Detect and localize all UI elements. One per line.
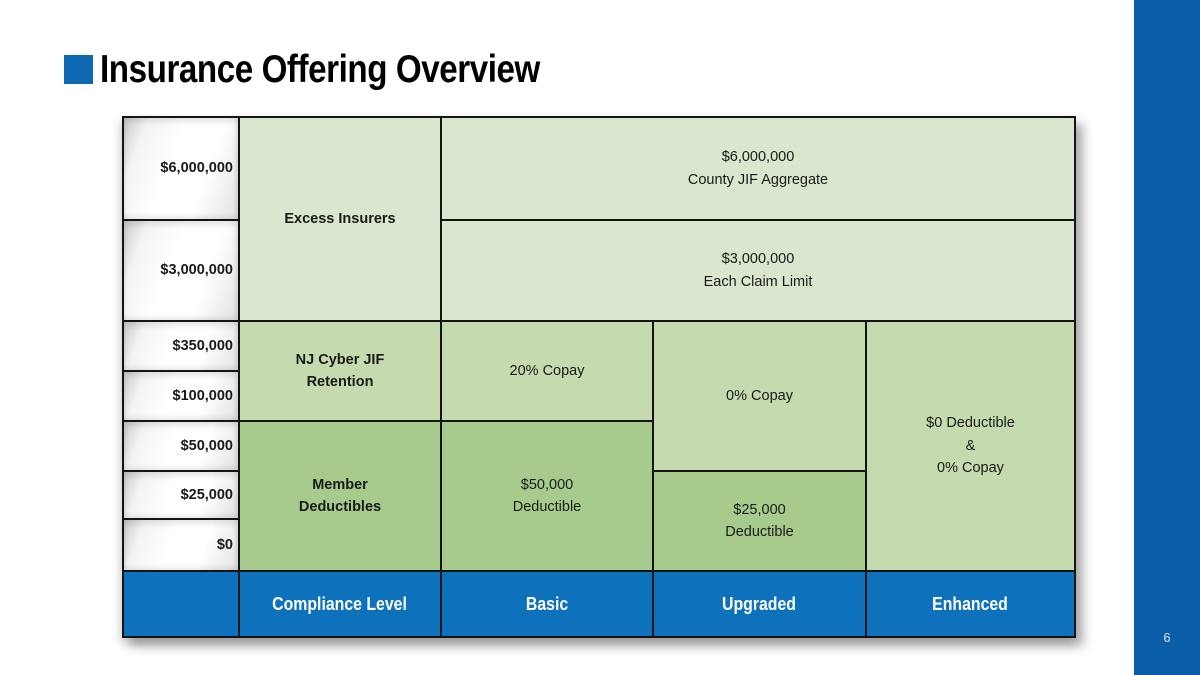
axis-label: $50,000 (180, 437, 233, 454)
footer-cell-compliance-level: Compliance Level (238, 570, 442, 638)
footer-label: Compliance Level (272, 593, 408, 614)
footer-cell-enhanced: Enhanced (865, 570, 1076, 638)
axis-label: $100,000 (172, 387, 233, 404)
cell-text: $3,000,000 Each Claim Limit (703, 251, 813, 290)
footer-label: Basic (525, 593, 569, 614)
cell-upgraded-copay: 0% Copay (652, 320, 867, 472)
sidebar-accent-bar: 6 (1134, 0, 1200, 675)
page-number: 6 (1163, 630, 1171, 645)
axis-cell-6000000: $6,000,000 (122, 116, 240, 221)
axis-cell-100000: $100,000 (122, 370, 240, 422)
cell-text: 0% Copay (726, 387, 793, 404)
cell-text: $50,000 Deductible (512, 476, 582, 515)
title-bullet-square (64, 55, 93, 84)
footer-label: Upgraded (722, 593, 797, 614)
layer-label: Excess Insurers (284, 210, 396, 227)
axis-cell-3000000: $3,000,000 (122, 219, 240, 322)
cell-member-deductibles: Member Deductibles (238, 420, 442, 572)
axis-cell-50000: $50,000 (122, 420, 240, 472)
cell-text: $6,000,000 County JIF Aggregate (687, 149, 829, 188)
cell-text: 20% Copay (509, 362, 585, 379)
axis-label: $0 (216, 536, 233, 553)
cell-basic-copay: 20% Copay (440, 320, 654, 422)
axis-label: $350,000 (172, 337, 233, 354)
footer-cell-blank (122, 570, 240, 638)
cell-upgraded-deductible: $25,000 Deductible (652, 470, 867, 572)
layer-label: NJ Cyber JIF Retention (295, 351, 385, 390)
cell-each-claim-limit: $3,000,000 Each Claim Limit (440, 219, 1076, 322)
footer-cell-basic: Basic (440, 570, 654, 638)
axis-label: $6,000,000 (160, 160, 233, 177)
insurance-structure-table: $6,000,000 $3,000,000 $350,000 $100,000 … (122, 116, 1076, 638)
cell-text: $25,000 Deductible (725, 501, 794, 540)
axis-label: $3,000,000 (160, 262, 233, 279)
page-title: Insurance Offering Overview (100, 48, 540, 91)
cell-nj-cyber-jif-retention: NJ Cyber JIF Retention (238, 320, 442, 422)
axis-label: $25,000 (180, 486, 233, 503)
footer-cell-upgraded: Upgraded (652, 570, 867, 638)
cell-excess-insurers: Excess Insurers (238, 116, 442, 322)
axis-cell-0: $0 (122, 518, 240, 572)
layer-label: Member Deductibles (298, 476, 382, 515)
cell-text: $0 Deductible & 0% Copay (926, 415, 1015, 477)
axis-cell-350000: $350,000 (122, 320, 240, 372)
footer-label: Enhanced (932, 593, 1009, 614)
cell-county-jif-aggregate: $6,000,000 County JIF Aggregate (440, 116, 1076, 221)
cell-enhanced-benefit: $0 Deductible & 0% Copay (865, 320, 1076, 572)
axis-cell-25000: $25,000 (122, 470, 240, 520)
cell-basic-deductible: $50,000 Deductible (440, 420, 654, 572)
